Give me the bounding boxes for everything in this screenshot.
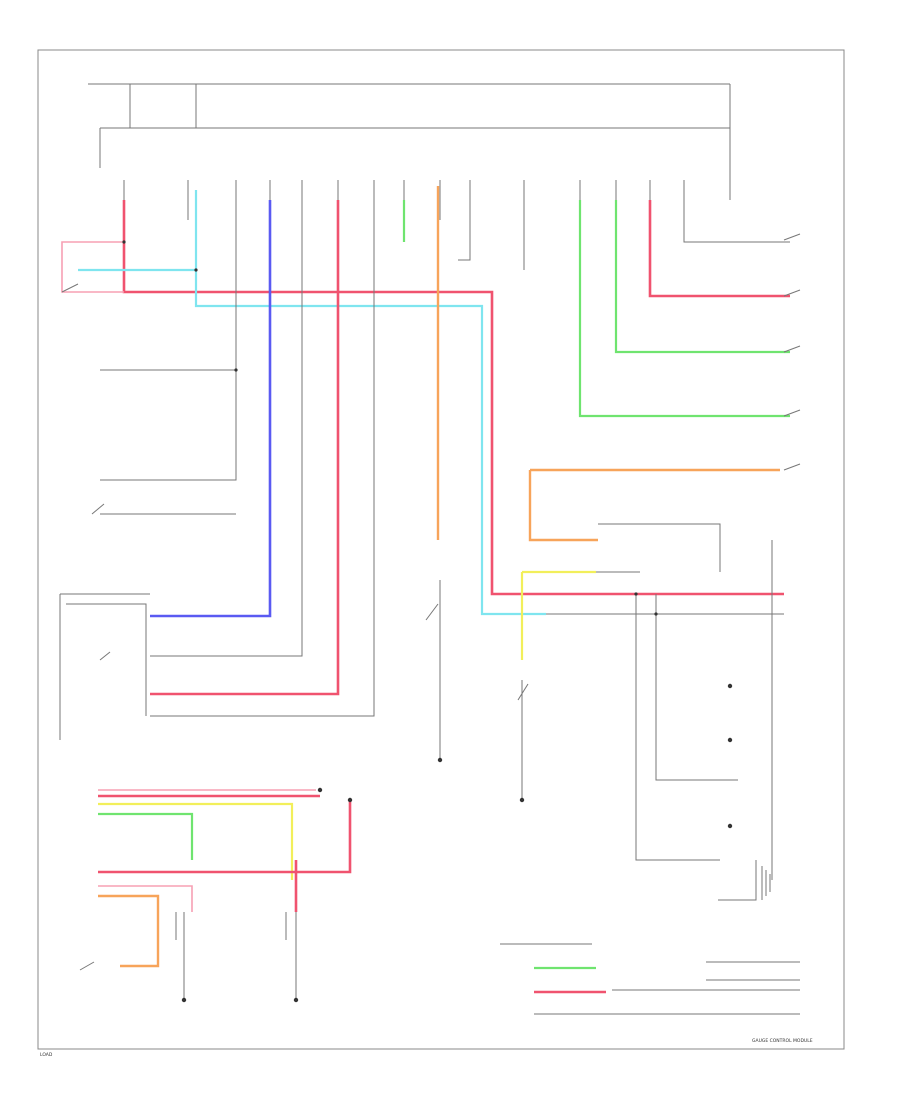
wire-blue (150, 200, 272, 618)
wire-red-right (648, 200, 790, 298)
corner-label: LOAD (40, 1052, 53, 1058)
ground-and-signal-wires (59, 200, 800, 1015)
junction-dots (122, 240, 733, 1003)
power-feed-section (88, 83, 731, 200)
wire-green-right-2 (578, 200, 790, 418)
wire-orange-harness (98, 894, 160, 968)
wire-red-pin (150, 200, 340, 696)
diagram-frame (37, 49, 845, 1050)
wire-green-harness (98, 812, 194, 860)
wire-cyan (194, 190, 546, 616)
ground-symbol (761, 866, 771, 900)
wire-red-main (122, 200, 784, 596)
wire-green-right-1 (614, 200, 790, 354)
switch-symbols (61, 233, 801, 971)
wire-pink (61, 241, 124, 293)
wire-orange-lower (528, 470, 598, 542)
wire-yellow-harness (98, 802, 294, 880)
module-label: GAUGE CONTROL MODULE (752, 1038, 813, 1044)
colored-wires (61, 186, 790, 994)
